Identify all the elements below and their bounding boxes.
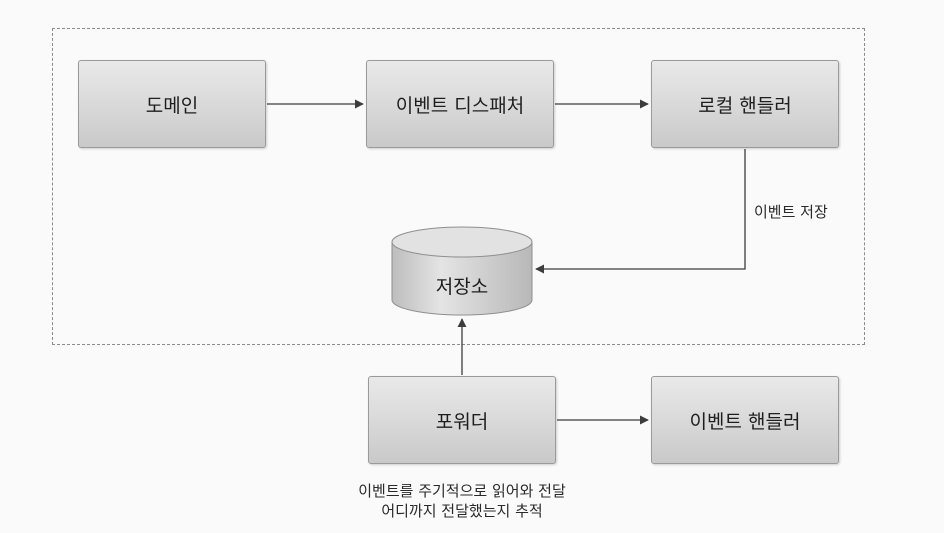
- store-cylinder: [391, 226, 533, 316]
- event-handler-label: 이벤트 핸들러: [689, 410, 801, 433]
- caption-line-1: 이벤트를 주기적으로 읽어와 전달: [358, 482, 566, 500]
- edge-local-handler-to-store: [535, 149, 746, 274]
- forwarder-caption: 이벤트를 주기적으로 읽어와 전달 어디까지 전달했는지 추적: [300, 481, 624, 521]
- forwarder-node: 포워더: [368, 376, 556, 464]
- caption-line-2: 어디까지 전달했는지 추적: [381, 502, 543, 520]
- domain-label: 도메인: [145, 94, 199, 117]
- local-handler-node: 로컬 핸들러: [651, 60, 839, 148]
- local-handler-label: 로컬 핸들러: [698, 94, 792, 117]
- system-boundary: [52, 28, 865, 345]
- save-event-edge-label: 이벤트 저장: [754, 203, 828, 221]
- store-label: 저장소: [435, 276, 489, 298]
- event-dispatcher-node: 이벤트 디스패처: [366, 60, 554, 148]
- domain-node: 도메인: [78, 60, 266, 148]
- event-dispatcher-label: 이벤트 디스패처: [395, 94, 525, 117]
- event-handler-node: 이벤트 핸들러: [651, 376, 839, 464]
- forwarder-label: 포워더: [435, 410, 489, 433]
